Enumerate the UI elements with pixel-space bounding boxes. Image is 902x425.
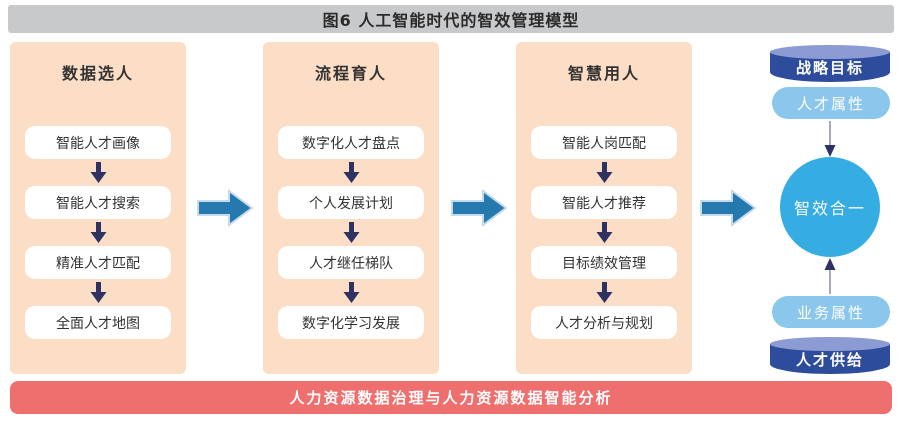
arrow-down-icon (90, 279, 107, 306)
strategy-goal-cylinder: 战略目标 (770, 45, 890, 82)
flow-arrow-right-icon (196, 188, 254, 228)
arrow-down-icon (596, 159, 613, 186)
arrow-down-icon (343, 219, 360, 246)
step-box: 全面人才地图 (25, 306, 171, 339)
step-box: 智能人才画像 (25, 126, 171, 159)
talent-attribute-pill: 人才属性 (772, 87, 890, 119)
step-box: 人才分析与规划 (531, 306, 677, 339)
column-steps: 智能人岗匹配 智能人才推荐 目标绩效管理 人才分析与规划 (516, 126, 692, 339)
cylinder-top-icon (770, 337, 890, 351)
talent-supply-cylinder: 人才供给 (770, 337, 890, 374)
arrow-down-icon (596, 279, 613, 306)
arrow-down-icon (90, 219, 107, 246)
step-box: 智能人岗匹配 (531, 126, 677, 159)
connector-arrow-down-icon (823, 121, 837, 157)
arrow-down-icon (343, 159, 360, 186)
connector-arrow-up-icon (823, 258, 837, 294)
step-box: 智能人才搜索 (25, 186, 171, 219)
column-header: 流程育人 (314, 64, 387, 83)
step-box: 智能人才推荐 (531, 186, 677, 219)
column-steps: 智能人才画像 智能人才搜索 精准人才匹配 全面人才地图 (10, 126, 186, 339)
step-box: 个人发展计划 (278, 186, 424, 219)
column-steps: 数字化人才盘点 个人发展计划 人才继任梯队 数字化学习发展 (263, 126, 439, 339)
cylinder-top-icon (770, 45, 890, 59)
flow-arrow-right-icon (450, 188, 508, 228)
business-attribute-pill: 业务属性 (772, 296, 890, 328)
step-box: 目标绩效管理 (531, 246, 677, 279)
diagram-title: 图6 人工智能时代的智效管理模型 (8, 5, 894, 33)
step-box: 精准人才匹配 (25, 246, 171, 279)
column-data-selection: 数据选人 智能人才画像 智能人才搜索 精准人才匹配 全面人才地图 (10, 42, 186, 374)
column-header: 智慧用人 (567, 64, 640, 83)
arrow-down-icon (90, 159, 107, 186)
smart-efficiency-circle: 智效合一 (780, 157, 880, 257)
column-smart-utilization: 智慧用人 智能人岗匹配 智能人才推荐 目标绩效管理 人才分析与规划 (516, 42, 692, 374)
step-box: 数字化人才盘点 (278, 126, 424, 159)
column-header: 数据选人 (61, 64, 134, 83)
arrow-down-icon (343, 279, 360, 306)
column-process-development: 流程育人 数字化人才盘点 个人发展计划 人才继任梯队 数字化学习发展 (263, 42, 439, 374)
step-box: 数字化学习发展 (278, 306, 424, 339)
step-box: 人才继任梯队 (278, 246, 424, 279)
footer-banner: 人力资源数据治理与人力资源数据智能分析 (10, 381, 892, 414)
arrow-down-icon (596, 219, 613, 246)
flow-arrow-right-icon (699, 188, 757, 228)
